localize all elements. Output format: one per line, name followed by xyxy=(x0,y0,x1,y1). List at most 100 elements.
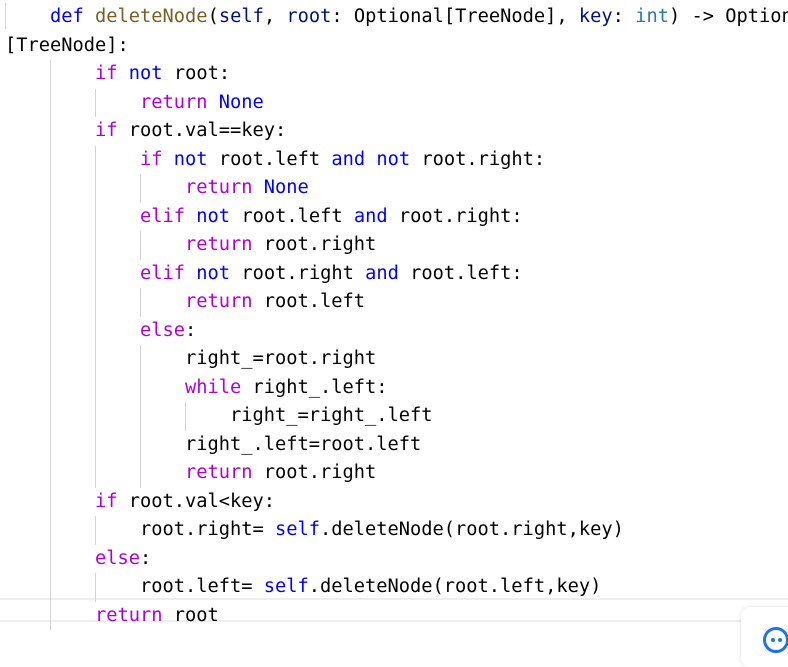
code-token: : Optional[TreeNode], xyxy=(331,6,579,27)
indent-guide xyxy=(140,231,141,260)
code-token: elif xyxy=(140,205,186,227)
code-line[interactable]: else: xyxy=(5,316,196,345)
code-token: ) -> Option xyxy=(668,6,788,27)
indent-guide xyxy=(50,60,51,89)
indent-guide xyxy=(140,288,141,317)
code-token: and xyxy=(353,205,388,227)
indent-guide xyxy=(50,88,51,117)
code-line[interactable]: if not root: xyxy=(5,60,230,89)
code-token: if xyxy=(95,63,118,84)
code-token: root.right xyxy=(252,234,377,255)
indent-guide xyxy=(50,174,51,203)
indent-guide xyxy=(140,402,141,431)
code-token: deleteNode xyxy=(95,6,208,27)
code-token: return xyxy=(185,177,253,198)
code-token xyxy=(118,63,129,84)
code-token: and xyxy=(331,148,366,170)
code-token xyxy=(163,149,174,170)
indent-guide xyxy=(95,316,96,345)
code-line[interactable]: return None xyxy=(5,88,264,117)
code-token: root.left xyxy=(230,205,354,227)
code-token: root.left xyxy=(252,291,366,312)
code-token: None xyxy=(218,91,264,113)
code-token: [TreeNode]: xyxy=(5,34,129,56)
indent-guide xyxy=(95,88,96,117)
code-line[interactable]: [TreeNode]: xyxy=(5,32,129,61)
indent-guide xyxy=(95,430,96,459)
code-line[interactable]: return root.right xyxy=(5,231,376,260)
code-token: ( xyxy=(207,6,219,27)
code-token xyxy=(253,177,264,198)
indent-guide xyxy=(95,174,96,203)
indent-guide xyxy=(50,288,51,317)
code-line[interactable]: root.left= self.deleteNode(root.left,key… xyxy=(5,573,601,602)
indent-guide xyxy=(140,459,141,488)
code-token xyxy=(208,92,219,113)
indent-guide xyxy=(50,345,51,374)
assistant-widget-button[interactable] xyxy=(741,607,788,667)
indent-guide xyxy=(50,373,51,402)
code-token: root.left= xyxy=(140,576,264,597)
chat-bubble-icon xyxy=(763,627,788,653)
code-token: return xyxy=(185,234,253,255)
code-line[interactable]: root.right= self.deleteNode(root.right,k… xyxy=(5,516,624,545)
indent-guide xyxy=(50,202,51,231)
code-token: return xyxy=(95,604,163,626)
code-line[interactable]: return root.left xyxy=(5,288,365,317)
code-token: if xyxy=(95,120,118,141)
indent-guide xyxy=(50,430,51,459)
code-line[interactable]: elif not root.left and root.right: xyxy=(5,202,523,231)
code-token: not xyxy=(376,148,411,170)
indent-guide xyxy=(95,516,96,545)
code-token: root xyxy=(286,6,332,27)
indent-guide xyxy=(140,345,141,374)
code-line[interactable]: while right_.left: xyxy=(5,373,388,402)
indent-guide xyxy=(50,544,51,573)
code-line[interactable]: elif not root.right and root.left: xyxy=(5,259,523,288)
code-token: : xyxy=(612,6,636,27)
indent-guide xyxy=(140,373,141,402)
code-line[interactable]: else: xyxy=(5,544,151,573)
code-token: root.right: xyxy=(387,205,523,227)
indent-guide xyxy=(50,259,51,288)
code-token: not xyxy=(173,148,208,170)
indent-guide xyxy=(95,231,96,260)
code-token: self xyxy=(218,6,264,27)
code-token xyxy=(84,6,95,27)
indent-guide xyxy=(50,516,51,545)
code-token: if xyxy=(140,148,163,170)
code-line[interactable]: if root.val<key: xyxy=(5,487,275,516)
code-token: right_.left: xyxy=(241,376,388,398)
code-line[interactable]: def deleteNode(self, root: Optional[Tree… xyxy=(5,3,788,32)
code-token: root.right: xyxy=(410,148,546,170)
code-token: root.right xyxy=(230,262,366,284)
code-line[interactable]: if root.val==key: xyxy=(5,117,286,146)
indent-guide xyxy=(95,288,96,317)
code-line[interactable]: right_=root.right xyxy=(5,345,376,374)
code-line[interactable]: return None xyxy=(5,174,309,203)
code-token: key xyxy=(578,6,613,27)
indent-guide xyxy=(140,174,141,203)
code-token: .deleteNode(root.left,key) xyxy=(308,576,602,597)
code-line[interactable]: if not root.left and not root.right: xyxy=(5,145,546,174)
code-token: elif xyxy=(140,262,186,284)
indent-guide xyxy=(95,402,96,431)
indent-guide xyxy=(95,145,96,174)
code-line[interactable]: return root xyxy=(5,601,219,630)
code-token: None xyxy=(263,177,309,198)
code-line[interactable]: return root.right xyxy=(5,459,376,488)
code-token xyxy=(185,263,196,284)
indent-guide xyxy=(5,3,6,29)
indent-guide xyxy=(95,373,96,402)
indent-guide xyxy=(50,487,51,516)
code-token: root.left xyxy=(207,148,332,170)
code-token: and xyxy=(365,262,399,284)
code-line[interactable]: right_=right_.left xyxy=(5,402,433,431)
code-token: return xyxy=(185,291,253,312)
code-token: root.left: xyxy=(398,262,523,284)
code-token: return xyxy=(140,91,208,113)
code-token: not xyxy=(196,205,231,227)
code-line[interactable]: right_.left=root.left xyxy=(5,430,421,459)
indent-guide xyxy=(185,402,186,431)
